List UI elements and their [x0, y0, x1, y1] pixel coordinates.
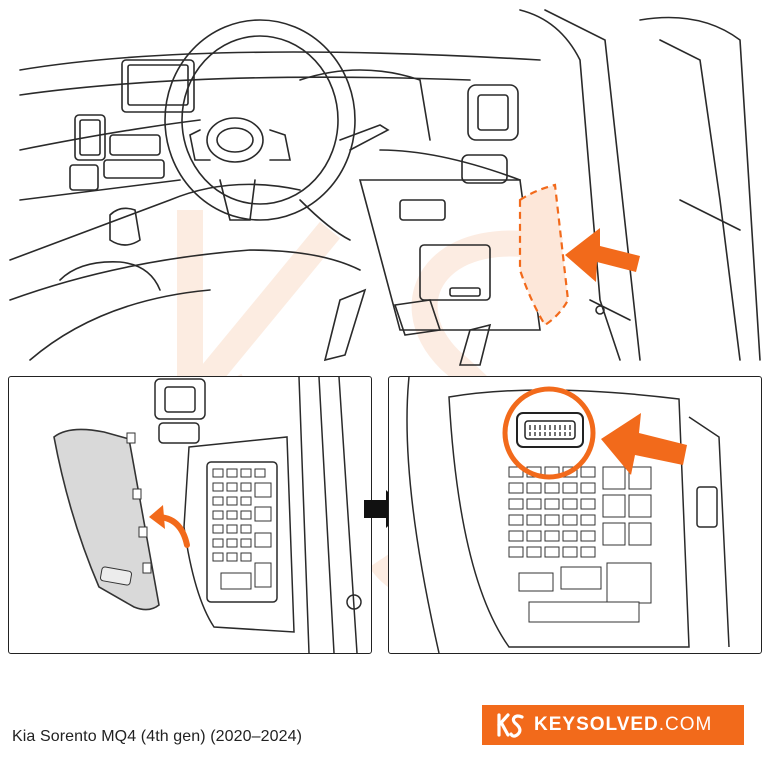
panel-remove-cover	[8, 376, 372, 654]
kick-panel-cover	[53, 428, 160, 611]
dashboard-lines	[9, 9, 761, 366]
brand-name: KEYSOLVED.COM	[534, 714, 712, 736]
brand-suffix: .COM	[658, 714, 713, 735]
arrow-left-icon	[601, 413, 687, 475]
remove-cover-illustration	[53, 377, 362, 653]
kick-panel-highlight	[518, 183, 570, 327]
obd-highlight-circle	[502, 386, 596, 480]
arrow-left-icon	[565, 228, 640, 282]
fuse-box-grid	[508, 466, 652, 623]
ks-logo-icon	[490, 705, 530, 745]
brand-name-text: KEYSOLVED	[534, 714, 659, 735]
panel-obd-port	[388, 376, 762, 654]
obd-port-illustration	[406, 377, 730, 653]
curved-arrow-icon	[149, 505, 190, 548]
vehicle-caption: Kia Sorento MQ4 (4th gen) (2020–2024)	[12, 728, 303, 745]
brand-badge: KEYSOLVED.COM	[482, 705, 744, 745]
fuse-box-grid	[212, 468, 272, 590]
obd-port	[516, 412, 584, 448]
